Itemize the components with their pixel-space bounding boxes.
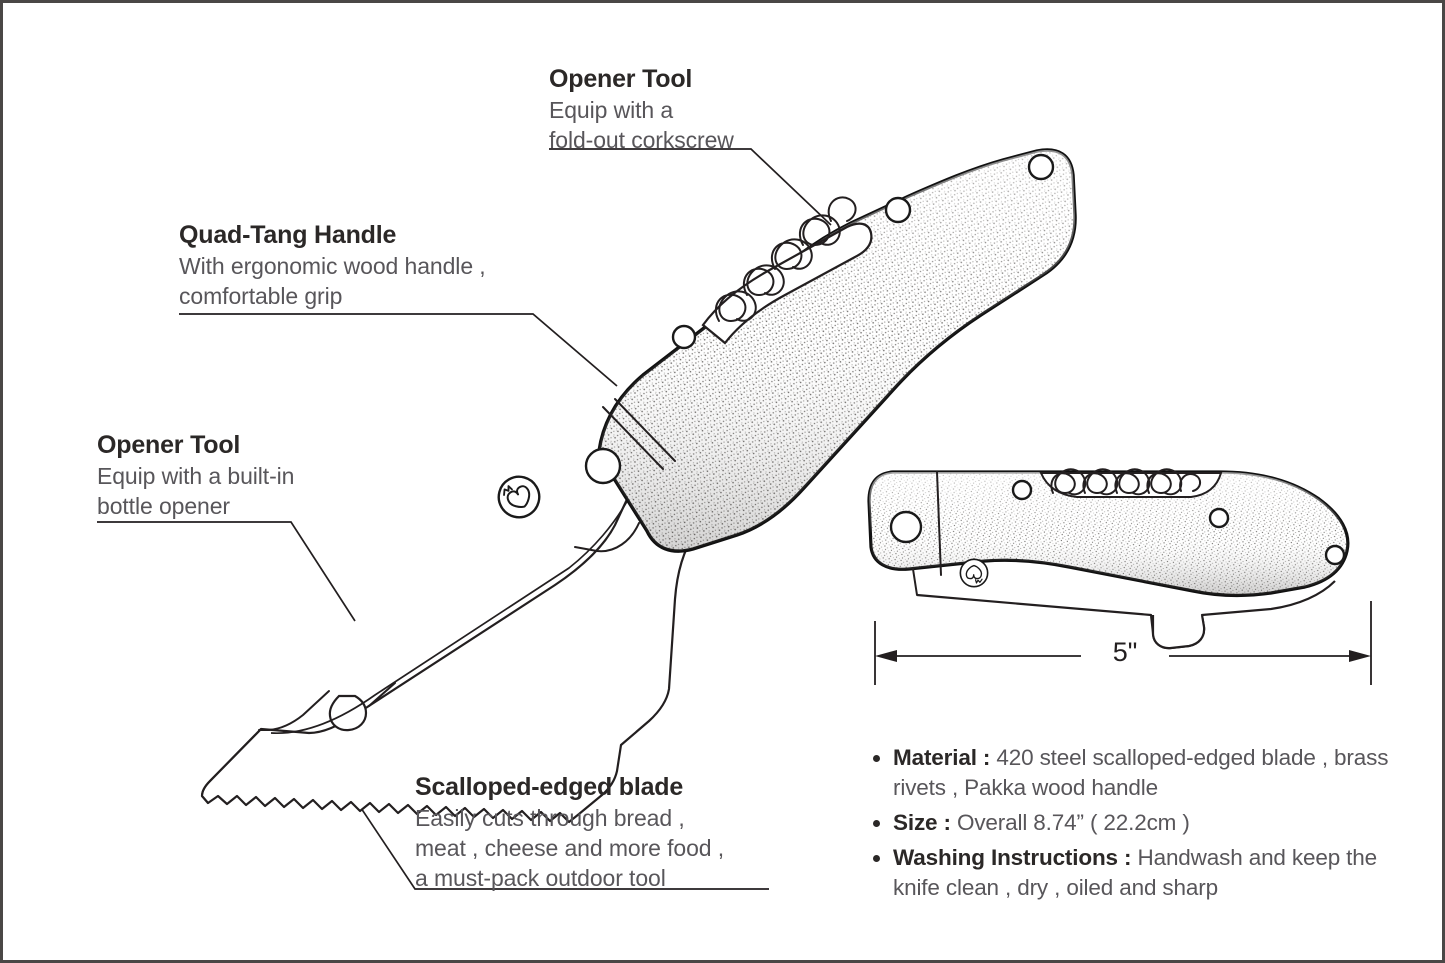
callout-line: Equip with a built-in [97,462,295,489]
callout-title: Scalloped-edged blade [415,773,684,801]
folded-brand-logo-icon [959,558,989,588]
callout-line: a must-pack outdoor tool [415,865,666,892]
spec-item-material: Material : 420 steel scalloped-edged bla… [869,743,1389,803]
folded-handle-scale [867,470,1350,598]
bullet-icon [873,819,880,827]
folded-rivet-3 [1208,507,1230,529]
pivot-rivet [584,447,622,485]
folded-handle-shading [869,472,1348,596]
knife-handle-scale [597,148,1077,553]
folded-corkscrew [1050,468,1201,496]
callout-line: With ergonomic wood handle , [179,252,486,279]
bullet-icon [873,755,880,762]
callout-line: Equip with a [549,96,674,123]
callout-line: bottle opener [97,492,230,519]
handle-shading [599,150,1076,552]
spec-value: Overall 8.74” ( 22.2cm ) [956,809,1190,835]
spec-label: Washing Instructions : [893,844,1132,870]
handle-rivet-1 [671,324,697,350]
spec-label: Material : [893,745,991,770]
spec-label: Size : [893,809,951,835]
corkscrew-recess [701,222,873,345]
bottle-opener-notch [328,694,368,732]
brand-logo-icon [490,468,548,526]
handle-rivet-3 [1027,153,1055,181]
blade-grind-line [270,495,631,734]
callout-line: Easily cuts through bread , [415,804,685,831]
handle-spacer-line [602,406,664,470]
folded-knife-illustration [867,468,1350,650]
fold-out-corkscrew [714,196,857,322]
folded-corkscrew-recess [1039,472,1223,498]
spec-value: Handwash and keep the knife clean , dry … [893,844,1378,900]
handle-rivet-2 [884,196,912,224]
spec-list: Material : 420 steel scalloped-edged bla… [869,743,1389,908]
callout-opener-top: Opener Tool Equip with a fold-out corksc… [549,65,734,155]
callout-line: comfortable grip [179,282,343,309]
callout-quad-tang-handle: Quad-Tang Handle With ergonomic wood han… [179,221,486,311]
spec-item-size: Size : Overall 8.74” ( 22.2cm ) [869,808,1389,838]
callout-title: Quad-Tang Handle [179,221,397,249]
callout-title: Opener Tool [97,431,241,459]
folded-rivet-1 [889,510,923,544]
bullet-icon [873,854,880,862]
knife-bolster [637,429,717,508]
callout-scalloped-blade: Scalloped-edged blade Easily cuts throug… [415,773,724,894]
spec-item-washing: Washing Instructions : Handwash and keep… [869,843,1389,903]
folded-rivet-2 [1011,479,1033,501]
callout-line: meat , cheese and more food , [415,834,725,861]
spec-value: 420 steel scalloped-edged blade , brass … [893,745,1389,800]
folded-rivet-4 [1324,544,1346,566]
dimension-label: 5" [1112,637,1138,667]
callout-title: Opener Tool [549,65,693,93]
folded-spacer-line [936,471,942,576]
callout-line: fold-out corkscrew [549,126,734,153]
callout-opener-left: Opener Tool Equip with a built-in bottle… [97,431,294,521]
